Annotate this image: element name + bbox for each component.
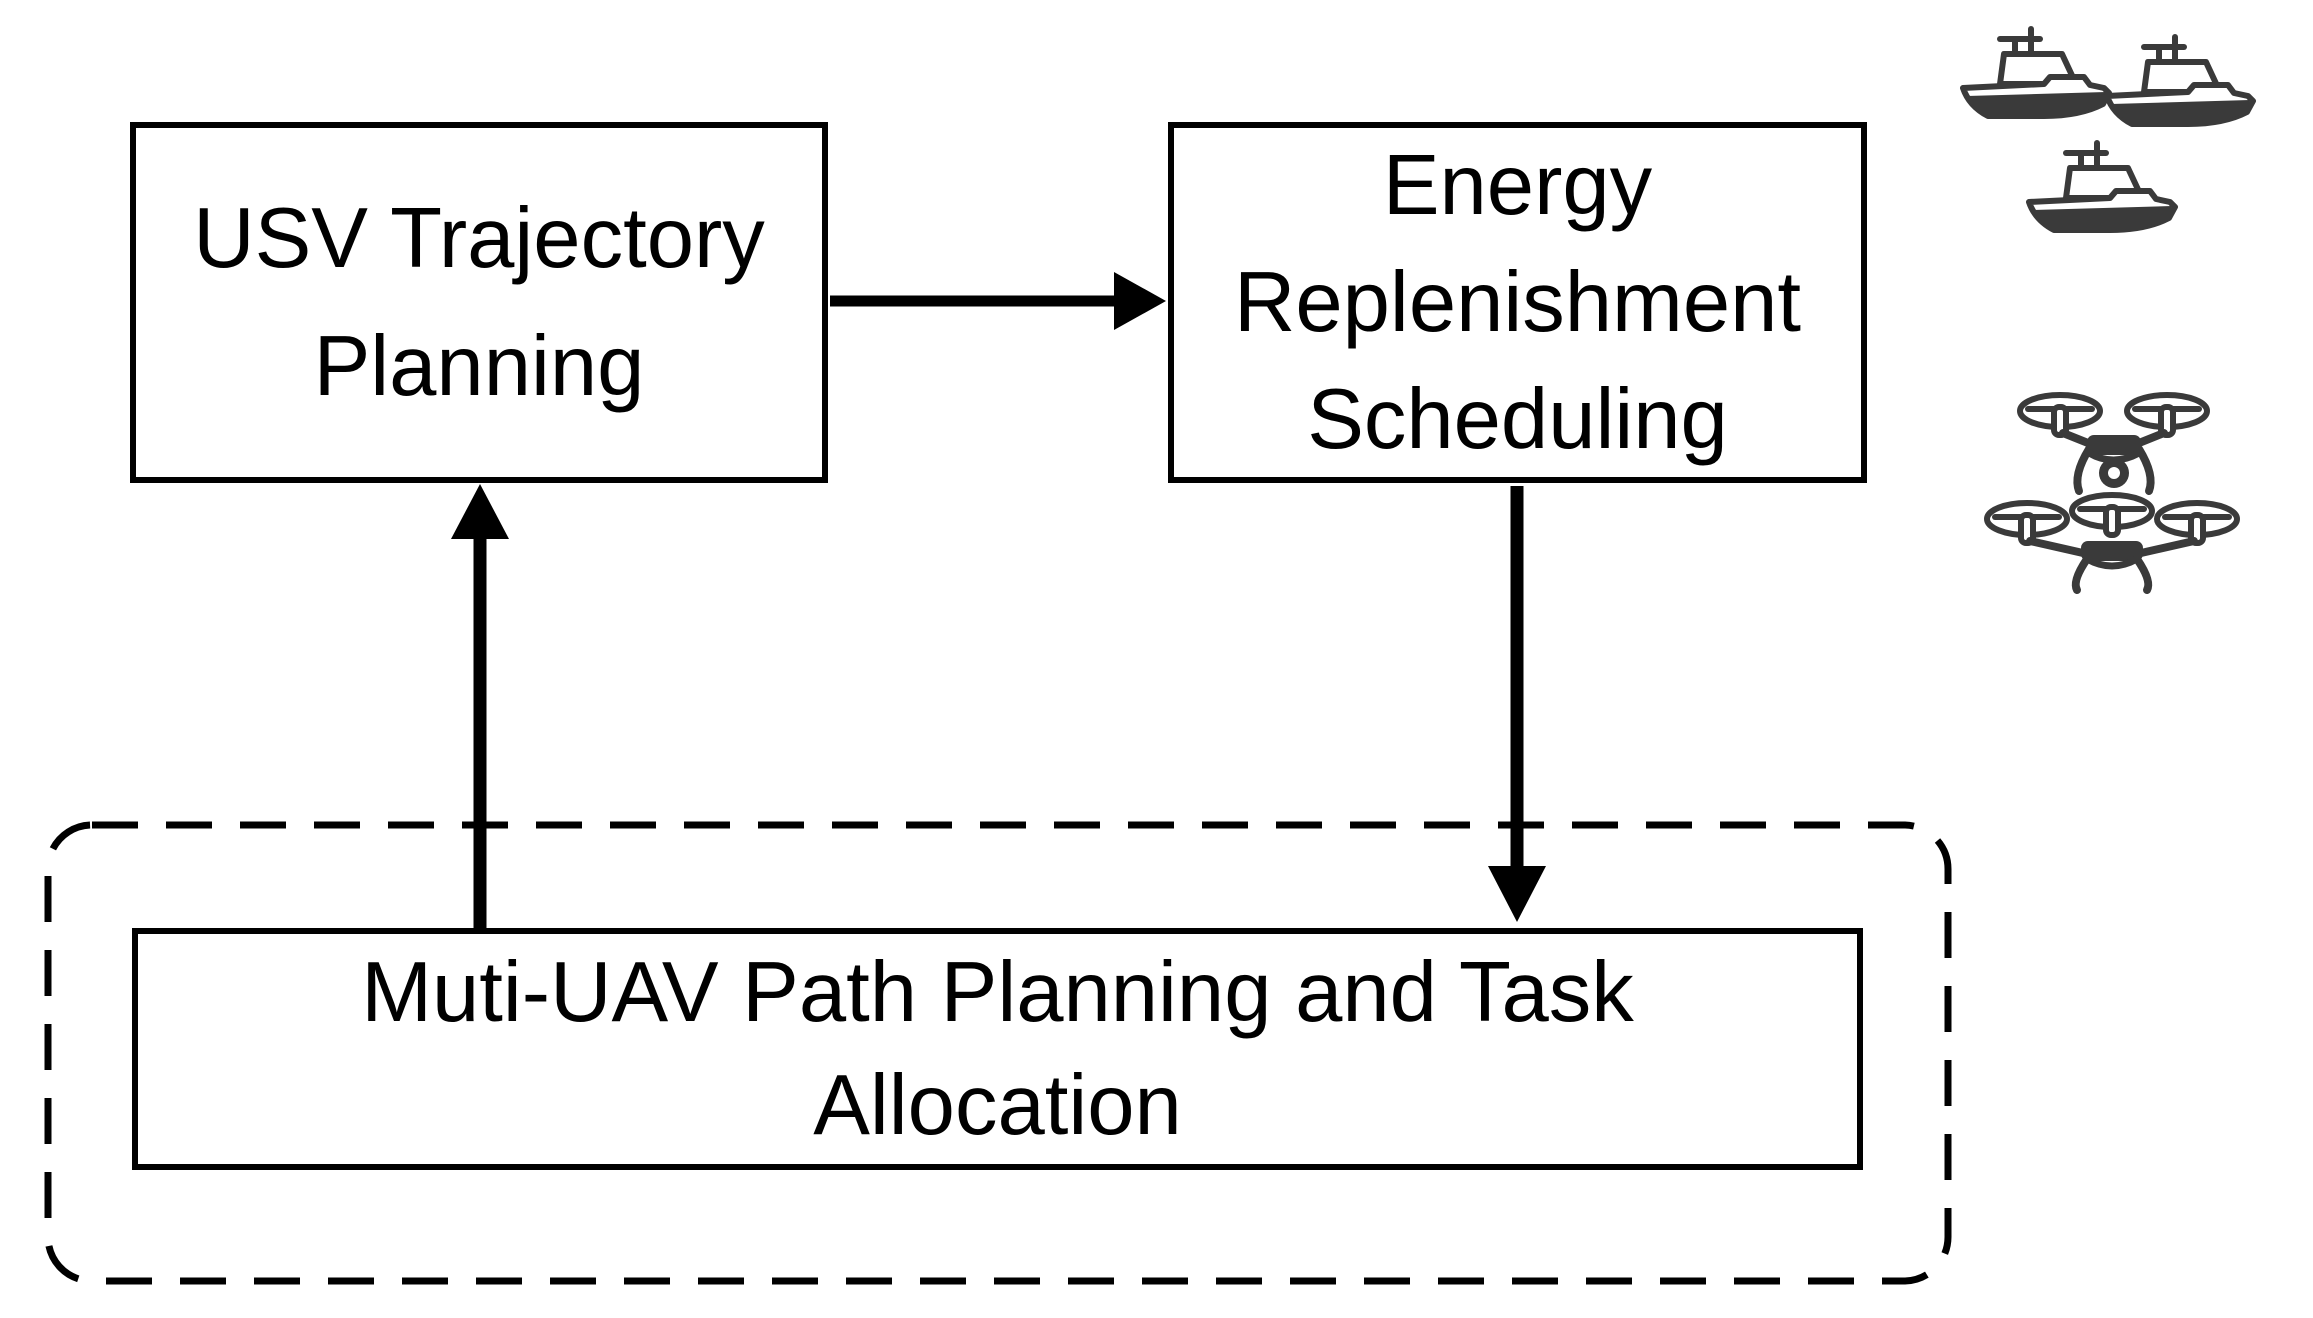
uav-group-dashed-border [44, 821, 1952, 1285]
uav-fleet-icon [1975, 383, 2255, 594]
box-usv-line-1: USV Trajectory [193, 191, 765, 286]
box-multi-uav-path-planning: Muti-UAV Path Planning and Task Allocati… [132, 928, 1863, 1170]
box-energy-line-1: Energy [1382, 137, 1653, 233]
arrow-usv-to-energy [830, 272, 1166, 330]
arrow-uav-to-usv [451, 484, 509, 930]
usv-fleet-icon [1950, 12, 2312, 252]
box-uav-line-2: Allocation [813, 1058, 1182, 1153]
box-energy-line-2: Replenishment [1234, 254, 1801, 350]
drone-icon [2020, 395, 2207, 495]
box-energy-replenishment-scheduling: Energy Replenishment Scheduling [1168, 122, 1867, 483]
drone-icon [1987, 495, 2237, 594]
box-energy-line-3: Scheduling [1307, 372, 1728, 468]
box-uav-line-1: Muti-UAV Path Planning and Task [361, 944, 1634, 1040]
box-usv-trajectory-planning: USV Trajectory Planning [130, 122, 828, 483]
box-usv-line-2: Planning [313, 318, 645, 414]
arrow-energy-to-uav [1488, 486, 1546, 922]
